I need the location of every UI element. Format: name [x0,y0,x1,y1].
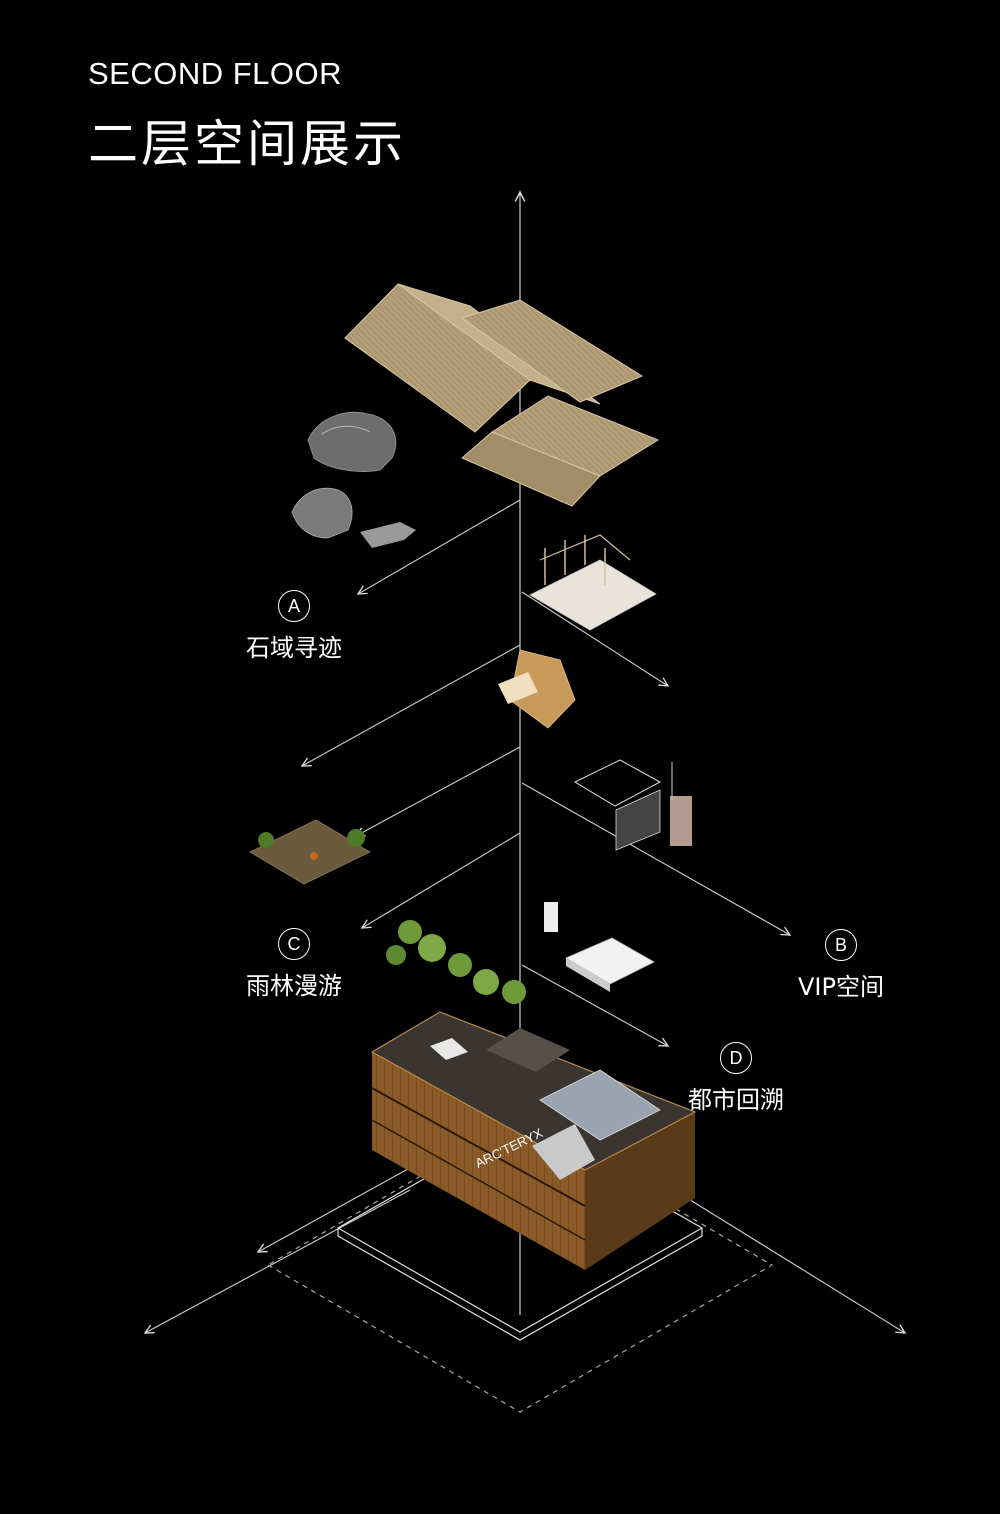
wood-module [498,649,576,729]
zone-name-b: VIP空间 [798,973,884,1001]
urban-module [544,902,655,992]
zone-badge-a: A [278,590,310,622]
zone-label-c: C 雨林漫游 [234,928,354,1001]
zone-label-a: A 石域寻迹 [234,590,354,663]
roof-planes [344,283,660,507]
zone-label-b: B VIP空间 [778,929,904,1002]
zone-name-c: 雨林漫游 [246,972,342,1000]
vip-module [529,534,692,851]
rainforest-module [249,819,526,1004]
zone-badge-d: D [720,1042,752,1074]
zone-label-d: D 都市回溯 [676,1042,796,1115]
stone-module-a [291,411,416,548]
title-chinese: 二层空间展示 [88,115,406,173]
title-english: SECOND FLOOR [88,56,343,91]
zone-badge-b: B [825,929,857,961]
main-building [370,1011,697,1270]
zone-name-d: 都市回溯 [688,1086,784,1114]
ground-axes [145,1164,905,1333]
leader-lines [302,499,790,1046]
zone-badge-c: C [278,928,310,960]
zone-name-a: 石域寻迹 [246,634,342,662]
